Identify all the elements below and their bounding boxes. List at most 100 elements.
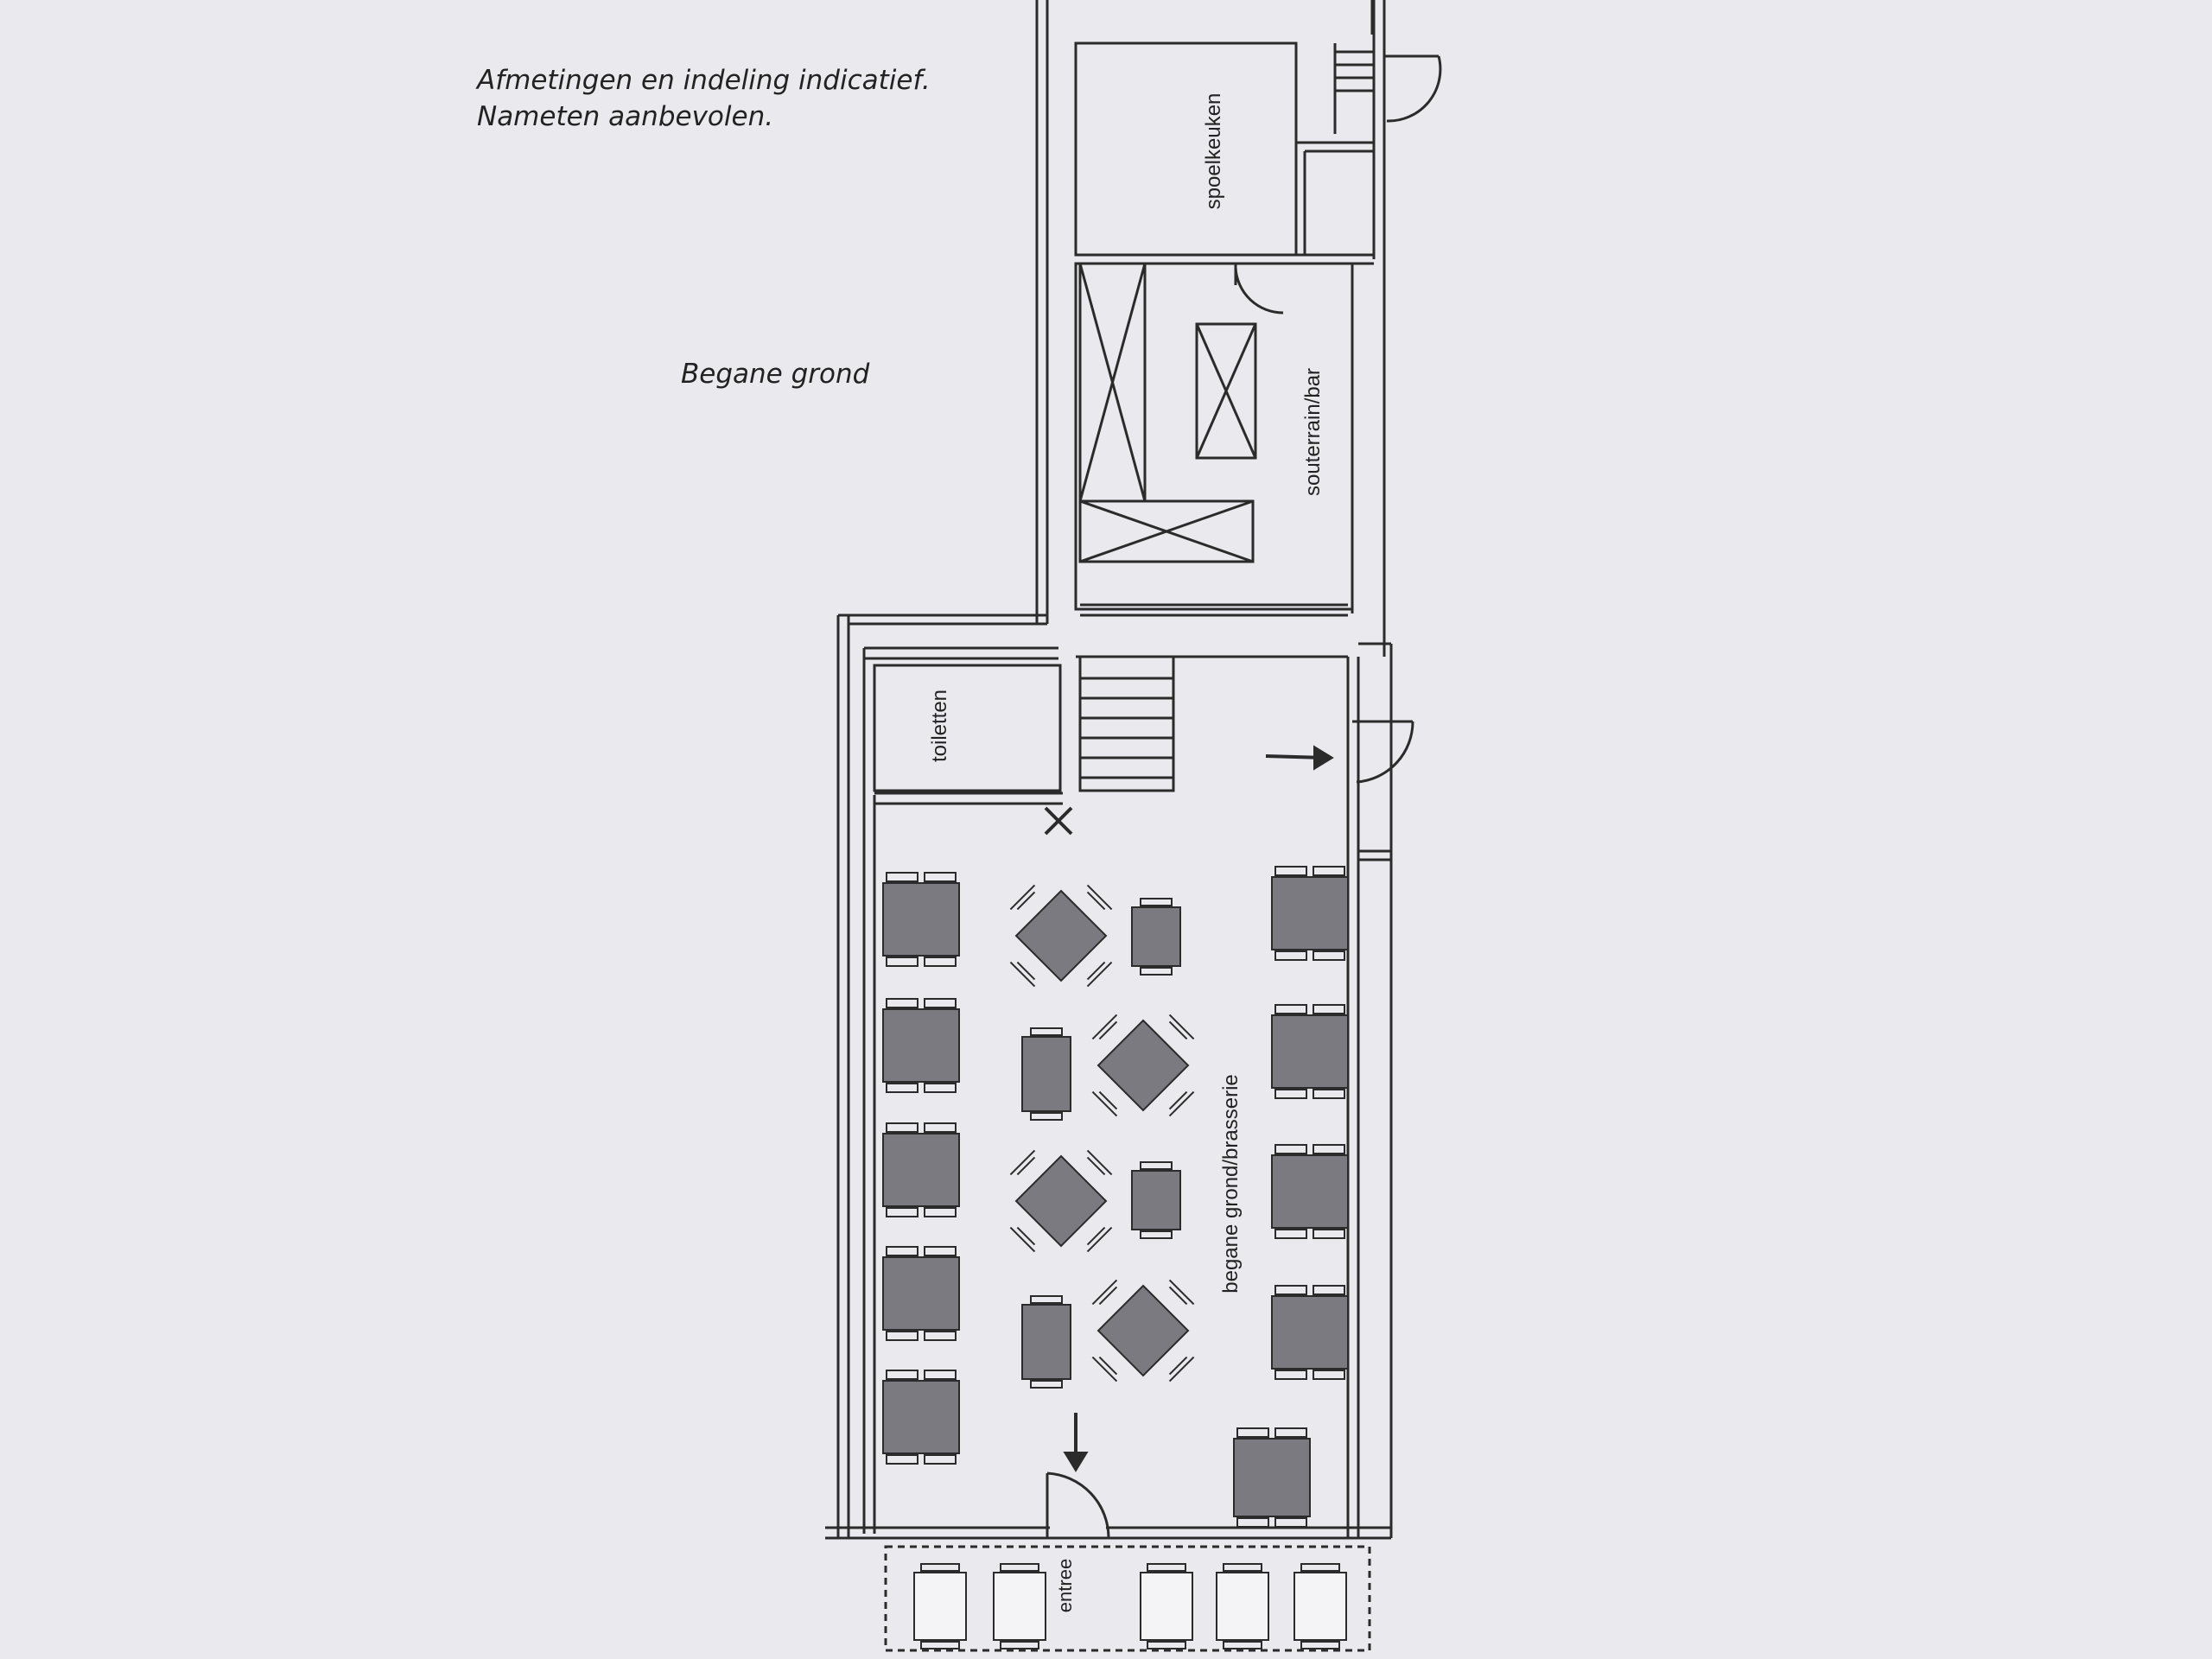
chair (924, 957, 957, 967)
chair (924, 872, 957, 882)
table-4-seat (1271, 1014, 1349, 1089)
terrace-table (913, 1572, 967, 1641)
terrace-table (993, 1572, 1046, 1641)
chair (1313, 950, 1345, 961)
chair (1274, 1144, 1307, 1154)
chair (1313, 1285, 1345, 1295)
table-2-seat (1021, 1036, 1071, 1112)
tables-layer (882, 866, 1349, 1649)
chair (886, 1207, 918, 1217)
table-4-seat (882, 882, 960, 957)
chair (1274, 1089, 1307, 1099)
chair (1098, 1090, 1118, 1110)
terrace-table (1216, 1572, 1269, 1641)
chair (1016, 961, 1036, 981)
chair (1147, 1641, 1186, 1649)
chair (1300, 1563, 1340, 1572)
chair (1098, 1020, 1118, 1040)
chair (1086, 1156, 1106, 1176)
chair (1030, 1027, 1063, 1036)
terrace-table (1140, 1572, 1193, 1641)
terrace-table (1294, 1572, 1347, 1641)
exit-arrowhead-right (1313, 745, 1334, 771)
room-label-souterrain-bar: souterrain/bar (1301, 368, 1325, 496)
chair (1223, 1641, 1262, 1649)
table-2-seat (1021, 1304, 1071, 1380)
room-label-spoelkeuken: spoelkeuken (1202, 93, 1225, 210)
chair (886, 1454, 918, 1465)
chair (1313, 1144, 1345, 1154)
chair (886, 1331, 918, 1341)
disclaimer-line-2: Nameten aanbevolen. (477, 101, 774, 132)
chair (1140, 1161, 1173, 1170)
chair (1000, 1563, 1039, 1572)
chair (1274, 1229, 1307, 1239)
chair (1274, 1285, 1307, 1295)
room-label-brasserie: begane grond/brasserie (1219, 1074, 1243, 1294)
table-2-seat (1131, 906, 1181, 967)
table-diamond (1096, 1284, 1190, 1377)
chair (924, 1331, 957, 1341)
chair (1313, 1089, 1345, 1099)
chair (1016, 891, 1036, 911)
room-label-toiletten: toiletten (928, 690, 951, 762)
chair (1016, 1226, 1036, 1246)
chair (886, 1370, 918, 1380)
chair (886, 872, 918, 882)
table-diamond (1096, 1019, 1190, 1112)
walls (825, 0, 1442, 1652)
chair (886, 1083, 918, 1093)
chair (1223, 1563, 1262, 1572)
chair (1313, 1004, 1345, 1014)
chair (1274, 1370, 1307, 1380)
chair (924, 1246, 957, 1256)
chair (1274, 1004, 1307, 1014)
chair (1030, 1295, 1063, 1304)
chair (1168, 1286, 1188, 1306)
chair (1300, 1641, 1340, 1649)
floor-title: Begane grond (681, 359, 870, 390)
table-4-seat (882, 1256, 960, 1331)
chair (1313, 1370, 1345, 1380)
table-4-seat (1271, 1154, 1349, 1229)
chair (1140, 1230, 1173, 1239)
chair (1274, 866, 1307, 876)
chair (1147, 1563, 1186, 1572)
chair (1274, 1427, 1307, 1438)
chair (924, 1454, 957, 1465)
chair (1140, 967, 1173, 976)
table-4-seat (882, 1133, 960, 1207)
table-4-seat (1271, 876, 1349, 950)
table-diamond (1014, 1154, 1108, 1248)
chair (1098, 1356, 1118, 1376)
chair (1098, 1286, 1118, 1306)
table-4-seat (882, 1008, 960, 1083)
chair (886, 1122, 918, 1133)
chair (886, 998, 918, 1008)
chair (924, 998, 957, 1008)
chair (1086, 891, 1106, 911)
chair (1140, 898, 1173, 906)
chair (1086, 961, 1106, 981)
chair (920, 1641, 960, 1649)
chair (1168, 1090, 1188, 1110)
table-4-seat (1271, 1295, 1349, 1370)
chair (1274, 950, 1307, 961)
chair (1313, 866, 1345, 876)
plan-disclaimer: Afmetingen en indeling indicatief. Namet… (477, 62, 931, 135)
room-label-entree: entree (1054, 1559, 1076, 1612)
chair (1168, 1020, 1188, 1040)
chair (1168, 1356, 1188, 1376)
chair (886, 1246, 918, 1256)
chair (920, 1563, 960, 1572)
chair (924, 1122, 957, 1133)
table-diamond (1014, 889, 1108, 982)
chair (886, 957, 918, 967)
chair (1030, 1112, 1063, 1121)
table-4-seat (1233, 1438, 1311, 1517)
direction-markers (1044, 745, 1334, 1472)
chair (1236, 1517, 1269, 1528)
table-2-seat (1131, 1170, 1181, 1230)
chair (1000, 1641, 1039, 1649)
